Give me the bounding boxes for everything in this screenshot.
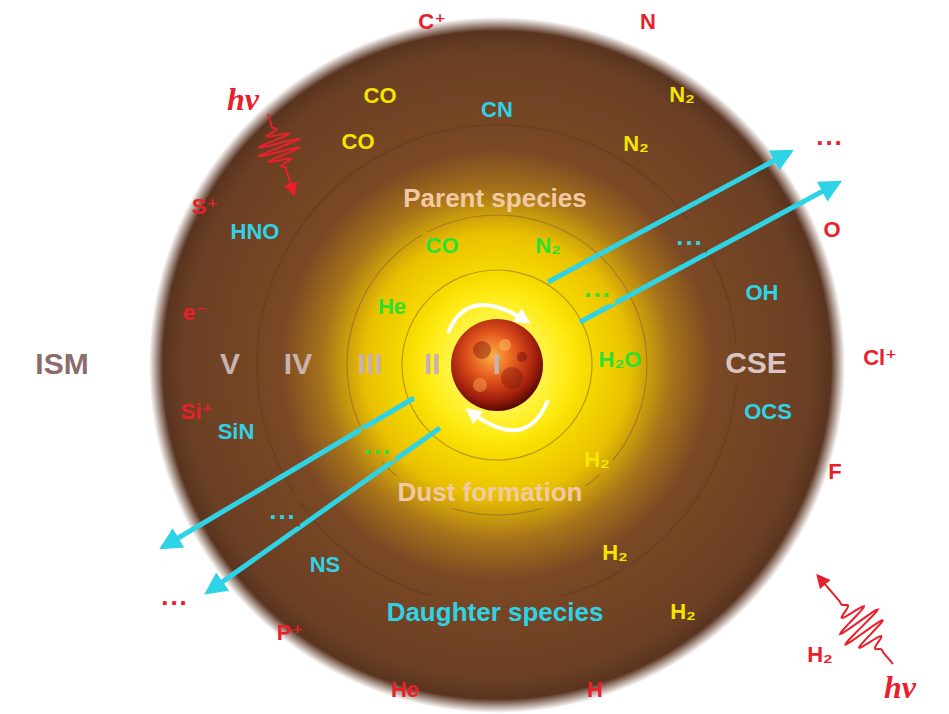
parent-species-label: CO xyxy=(342,130,375,154)
central-star xyxy=(451,319,543,411)
daughter-species-label: NS xyxy=(310,553,341,577)
photon-label: hv xyxy=(884,670,916,705)
star-glow xyxy=(407,275,587,455)
ism-species: C⁺ xyxy=(418,10,446,34)
region-heading: Daughter species xyxy=(387,598,604,627)
zone-numeral: I xyxy=(493,347,501,380)
ism-species: He xyxy=(391,678,419,702)
daughter-species-label: OCS xyxy=(744,400,792,424)
daughter-species-label: CN xyxy=(481,98,513,122)
star-spot xyxy=(473,378,487,392)
parent-species-label: H₂ xyxy=(584,448,610,472)
zone-ring xyxy=(257,125,737,605)
outflow-arrow xyxy=(580,183,838,322)
inner-species-label: N₂ xyxy=(535,234,561,258)
ellipsis-mark: ... xyxy=(676,222,704,251)
ellipsis-mark: ... xyxy=(161,582,189,611)
parent-species-label: H₂ xyxy=(670,600,696,624)
ism-species: H xyxy=(587,678,603,702)
zone-numeral: V xyxy=(220,347,240,380)
ism-species: F xyxy=(828,460,841,484)
ellipsis-mark: ... xyxy=(269,496,297,525)
zone-ring xyxy=(347,215,647,515)
region-name: ISM xyxy=(35,347,88,380)
parent-species-label: CO xyxy=(364,84,397,108)
star-body xyxy=(451,319,543,411)
outflow-arrow xyxy=(208,428,440,592)
parent-species-label: N₂ xyxy=(669,83,695,107)
envelope-disc xyxy=(149,17,845,713)
inner-species-label: H₂O xyxy=(599,348,642,372)
daughter-species-label: OH xyxy=(746,281,779,305)
ism-species: Si⁺ xyxy=(181,400,213,424)
zone-numeral: IV xyxy=(284,347,312,380)
region-name: CSE xyxy=(725,346,787,379)
ellipsis-mark: ... xyxy=(816,122,844,151)
daughter-species-label: HNO xyxy=(231,220,280,244)
outflow-arrow xyxy=(548,152,790,282)
star-spot xyxy=(473,341,491,359)
star-spot xyxy=(517,352,527,362)
ism-species: S⁺ xyxy=(192,195,218,219)
zone-numeral: III xyxy=(357,347,382,380)
photon-wave xyxy=(259,114,299,194)
ellipsis-mark: ... xyxy=(364,431,392,460)
photon-label: hv xyxy=(227,82,259,117)
zone-ring xyxy=(402,270,592,460)
ism-species: O xyxy=(823,218,840,242)
star-spot xyxy=(501,367,523,389)
region-heading: Parent species xyxy=(403,184,587,213)
daughter-species-label: SiN xyxy=(218,420,255,444)
ellipsis-mark: ... xyxy=(584,274,612,303)
ism-species: H₂ xyxy=(807,643,833,667)
inner-species-label: He xyxy=(378,295,406,319)
zone-numeral: II xyxy=(424,347,441,380)
photon-group xyxy=(259,114,893,664)
parent-species-label: H₂ xyxy=(602,541,628,565)
ism-species: e⁻ xyxy=(183,301,207,325)
ism-species: N xyxy=(640,10,656,34)
line-layer xyxy=(163,114,893,664)
ism-species: P⁺ xyxy=(277,621,303,645)
ism-species: Cl⁺ xyxy=(863,346,897,370)
parent-species-label: N₂ xyxy=(623,132,649,156)
region-heading: Dust formation xyxy=(398,478,583,507)
inner-species-label: CO xyxy=(426,234,459,258)
